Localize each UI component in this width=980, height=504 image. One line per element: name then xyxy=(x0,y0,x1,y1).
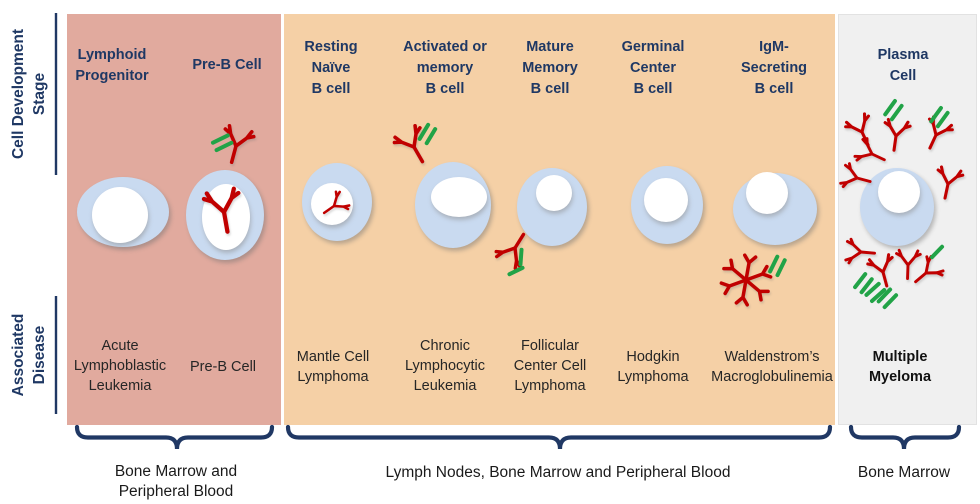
disease-label-mantle-cell: Mantle Cell Lymphoma xyxy=(296,349,370,385)
cell-plasma xyxy=(838,97,966,311)
stage-label-germinal-center: Germinal Center B cell xyxy=(621,39,685,97)
brace-lymph-nodes xyxy=(285,424,833,450)
antigen-icon xyxy=(210,133,235,153)
cell-mature-memory xyxy=(492,168,587,277)
stage-label-activated-memory: Activated or memory B cell xyxy=(403,39,487,97)
antigen-icon xyxy=(765,253,790,279)
panel-plasma-cell-stage xyxy=(838,14,977,425)
stage-label-mature-memory: Mature Memory B cell xyxy=(522,39,578,97)
cell-igm-secreting xyxy=(718,172,817,308)
igm-pentamer-icon xyxy=(718,252,773,308)
brace-bone-marrow-right xyxy=(848,424,962,450)
stage-label-resting-naive: Resting Naïve B cell xyxy=(304,39,358,97)
b-cell-receptor-icon xyxy=(390,122,437,171)
location-label-bone-marrow-peripheral: Bone Marrow and Peripheral Blood xyxy=(114,463,238,500)
disease-label-follicular: Follicular Center Cell Lymphoma xyxy=(513,338,587,394)
cell-resting-naive xyxy=(302,163,372,241)
disease-label-cll: Chronic Lymphocytic Leukemia xyxy=(404,338,486,394)
brace-bone-marrow xyxy=(74,424,275,450)
location-label-lymph-nodes: Lymph Nodes, Bone Marrow and Peripheral … xyxy=(385,464,731,481)
disease-label-all: Acute Lymphoblastic Leukemia xyxy=(73,338,167,394)
cell-lymphoid-progenitor xyxy=(77,177,169,247)
location-label-bone-marrow: Bone Marrow xyxy=(857,464,951,481)
disease-label-hodgkin: Hodgkin Lymphoma xyxy=(617,349,689,385)
cell-activated-memory xyxy=(390,122,491,248)
stage-label-plasma-cell: Plasma Cell xyxy=(877,47,929,84)
stage-label-igm-secreting: IgM- Secreting B cell xyxy=(740,39,808,97)
stage-label-lymphoid-progenitor: Lymphoid Progenitor xyxy=(75,47,149,84)
cell-pre-b xyxy=(186,123,264,260)
disease-label-multiple-myeloma: Multiple Myeloma xyxy=(868,349,932,385)
disease-label-pre-b-cell: Pre-B Cell xyxy=(189,359,257,375)
cell-germinal-center xyxy=(631,166,703,244)
disease-label-waldenstrom: Waldenstrom’s Macroglobulinemia xyxy=(711,349,833,385)
stage-label-pre-b-cell: Pre-B Cell xyxy=(192,57,262,73)
